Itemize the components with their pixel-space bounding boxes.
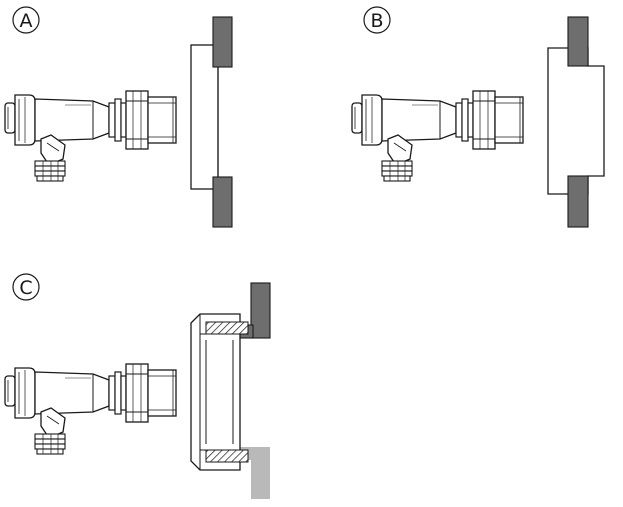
panel-b: B bbox=[351, 6, 605, 228]
panel-label: B bbox=[370, 10, 383, 32]
sensor-device bbox=[4, 90, 177, 182]
panel-label-circle bbox=[12, 6, 40, 34]
mounting-flange bbox=[190, 16, 233, 228]
weld-in-sleeve bbox=[190, 313, 249, 471]
panel-label: C bbox=[19, 277, 32, 299]
panel-a: A bbox=[4, 6, 233, 228]
panel-label: A bbox=[20, 10, 33, 32]
mounting-adapter bbox=[547, 16, 605, 228]
sensor-device bbox=[4, 363, 177, 455]
panel-c: C bbox=[4, 273, 271, 499]
sensor-device bbox=[351, 90, 524, 182]
panel-label-circle bbox=[363, 6, 391, 34]
panel-label-circle bbox=[12, 273, 40, 301]
